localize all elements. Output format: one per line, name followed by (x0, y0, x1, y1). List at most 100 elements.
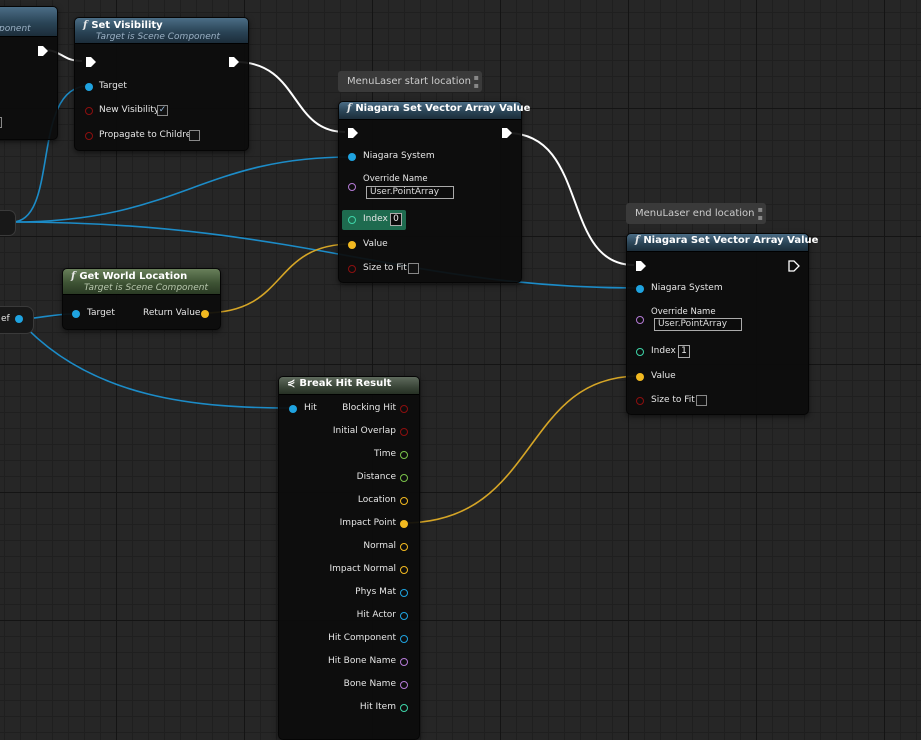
return-value-pin[interactable] (201, 310, 209, 318)
break-struct-icon: ⋞ (287, 378, 296, 389)
niagara-system-label: Niagara System (363, 151, 435, 161)
object-wire (11, 156, 352, 223)
output-pin-location[interactable] (400, 497, 408, 505)
output-pin-hit-bone-name[interactable] (400, 658, 408, 666)
output-label-bone-name: Bone Name (343, 679, 396, 689)
propagate-checkbox[interactable] (189, 130, 200, 141)
node-subtitle: Target is Scene Component (96, 32, 221, 42)
target-label: Target (99, 81, 127, 91)
function-icon: f (635, 235, 640, 246)
value-pin[interactable] (348, 241, 356, 249)
niagara-system-pin[interactable] (348, 153, 356, 161)
index-pin[interactable] (636, 348, 644, 356)
comment-bubble-start[interactable]: MenuLaser start location ▪▪ (338, 71, 482, 92)
vector-wire (203, 243, 353, 314)
propagate-pin[interactable] (85, 132, 93, 140)
override-name-input[interactable]: User.PointArray (654, 318, 742, 331)
partial-node-top-left[interactable]: ponent (0, 6, 58, 140)
output-label-hit-item: Hit Item (359, 702, 396, 712)
override-name-pin[interactable] (348, 183, 356, 191)
exec-wire (506, 132, 635, 266)
output-label-distance: Distance (356, 472, 396, 482)
output-pin-bone-name[interactable] (400, 681, 408, 689)
output-pin-blocking-hit[interactable] (400, 405, 408, 413)
output-label-impact-point: Impact Point (339, 518, 396, 528)
index-label: Index (651, 346, 676, 356)
pin-comment-icon[interactable]: ▪▪ (757, 205, 763, 222)
hit-input-pin[interactable] (289, 405, 297, 413)
output-pin-initial-overlap[interactable] (400, 428, 408, 436)
partial-node-header: ponent (0, 7, 57, 37)
function-icon: f (347, 103, 352, 114)
size-to-fit-checkbox[interactable] (408, 263, 419, 274)
comment-bubble-end[interactable]: MenuLaser end location ▪▪ (626, 203, 766, 224)
output-pin-distance[interactable] (400, 474, 408, 482)
output-label-location: Location (357, 495, 396, 505)
exec-wire (235, 61, 346, 133)
propagate-label: Propagate to Children (99, 130, 198, 140)
value-label: Value (363, 239, 388, 249)
output-pin-time[interactable] (400, 451, 408, 459)
new-visibility-checkbox[interactable]: ✓ (157, 105, 168, 116)
output-pin-normal[interactable] (400, 543, 408, 551)
partial-node-subtitle: ponent (0, 24, 31, 34)
size-to-fit-label: Size to Fit (363, 263, 407, 273)
ref-output-pin[interactable] (15, 315, 23, 323)
output-label-hit-actor: Hit Actor (356, 610, 396, 620)
output-pin-hit-actor[interactable] (400, 612, 408, 620)
hit-input-label: Hit (304, 403, 317, 413)
output-pin-phys-mat[interactable] (400, 589, 408, 597)
break-hit-result-node[interactable]: ⋞Break Hit Result Hit Blocking Hit Initi… (278, 376, 420, 740)
output-label-initial-overlap: Initial Overlap (332, 426, 396, 436)
new-visibility-pin[interactable] (85, 107, 93, 115)
index-pin[interactable] (348, 216, 356, 224)
override-name-input[interactable]: User.PointArray (366, 186, 454, 199)
index-label: Index (363, 214, 388, 224)
target-pin[interactable] (85, 83, 93, 91)
value-label: Value (651, 371, 676, 381)
ref-label: ef (1, 314, 10, 324)
index-input[interactable]: 0 (390, 213, 402, 226)
partial-ref-variable[interactable]: ef (0, 306, 34, 334)
index-input[interactable]: 1 (678, 345, 690, 358)
partial-checkbox[interactable] (0, 117, 2, 128)
target-pin[interactable] (72, 310, 80, 318)
partial-object-reroute[interactable] (0, 210, 16, 236)
output-label-hit-bone-name: Hit Bone Name (328, 656, 396, 666)
output-pin-hit-component[interactable] (400, 635, 408, 643)
override-name-pin[interactable] (636, 316, 644, 324)
output-label-blocking-hit: Blocking Hit (342, 403, 396, 413)
niagara-system-label: Niagara System (651, 283, 723, 293)
object-wire (17, 318, 293, 409)
size-to-fit-pin[interactable] (348, 265, 356, 273)
override-name-label: Override Name (363, 174, 428, 184)
output-pin-hit-item[interactable] (400, 704, 408, 712)
value-pin[interactable] (636, 373, 644, 381)
size-to-fit-pin[interactable] (636, 397, 644, 405)
break-hit-result-header: ⋞Break Hit Result (279, 377, 419, 395)
output-label-hit-component: Hit Component (328, 633, 396, 643)
node-title: ⋞Break Hit Result (287, 378, 392, 389)
size-to-fit-checkbox[interactable] (696, 395, 707, 406)
return-value-label: Return Value (143, 308, 201, 318)
pin-comment-icon[interactable]: ▪▪ (473, 73, 479, 90)
override-name-label: Override Name (651, 307, 716, 317)
output-label-time: Time (373, 449, 396, 459)
output-pin-impact-normal[interactable] (400, 566, 408, 574)
node-subtitle: Target is Scene Component (84, 283, 209, 293)
comment-text: MenuLaser end location (635, 208, 755, 219)
comment-text: MenuLaser start location (347, 76, 471, 87)
output-pin-impact-point[interactable] (400, 520, 408, 528)
niagara-system-pin[interactable] (636, 285, 644, 293)
